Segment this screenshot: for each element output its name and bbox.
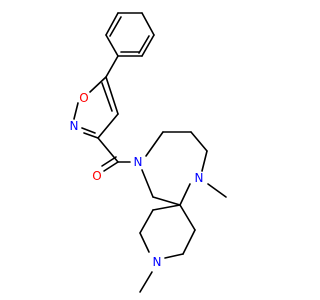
molecule-canvas: O N O N N N xyxy=(69,12,227,293)
bond-phenyl-isoxazole xyxy=(105,55,119,78)
bond-pip-1-pip-2 xyxy=(182,229,196,255)
bond-ch2-3-nme xyxy=(201,150,208,172)
bond-pip-4-spiro xyxy=(152,204,181,211)
atom-carbonyl-oxygen: O xyxy=(92,169,101,183)
bond-pip-2-npip xyxy=(164,253,184,259)
bond-phenyl-4 xyxy=(141,12,155,36)
bond-n-ch2-1 xyxy=(145,131,164,157)
bond-phenyl-1 xyxy=(105,34,119,57)
structure-diagram: O N O N N N xyxy=(70,12,227,293)
bond-c3-c4 xyxy=(97,113,119,139)
bond-n-c3 xyxy=(83,132,99,139)
bond-n-c3-double xyxy=(81,127,96,134)
atom-isoxazole-nitrogen: N xyxy=(70,119,79,133)
bond-c4-c5-double xyxy=(101,82,113,112)
bond-o-n xyxy=(73,102,79,120)
bond-phenyl-double-1 xyxy=(109,16,122,37)
atom-diazepane-amide-nitrogen: N xyxy=(134,155,143,169)
atom-diazepane-methyl-nitrogen: N xyxy=(195,171,204,185)
bond-ch2-n xyxy=(141,169,154,198)
bond-spiro-pip-1 xyxy=(179,204,196,231)
bond-nme-spiro xyxy=(179,183,191,206)
bond-carbonyl-o xyxy=(103,161,119,172)
bond-spiro-ch2 xyxy=(152,196,181,206)
atom-label-layer: O N O N N N xyxy=(70,91,204,269)
bond-phenyl-double-2 xyxy=(138,35,150,54)
bond-c4-c5 xyxy=(105,76,119,115)
bond-phenyl-2 xyxy=(105,12,119,36)
bond-npip-pip-3 xyxy=(139,232,150,253)
bond-pip-3-pip-4 xyxy=(139,209,154,234)
bond-phenyl-5 xyxy=(141,34,155,57)
atom-isoxazole-oxygen: O xyxy=(79,91,88,105)
atom-piperidine-nitrogen: N xyxy=(153,255,162,269)
bond-carbonyl-o-double xyxy=(101,156,117,167)
bond-nme-methyl xyxy=(207,183,227,198)
bond-c5-o xyxy=(89,76,107,93)
bond-ch2-2-ch2-3 xyxy=(190,131,208,152)
bond-layer xyxy=(73,12,227,293)
bond-npip-methyl xyxy=(139,271,153,293)
